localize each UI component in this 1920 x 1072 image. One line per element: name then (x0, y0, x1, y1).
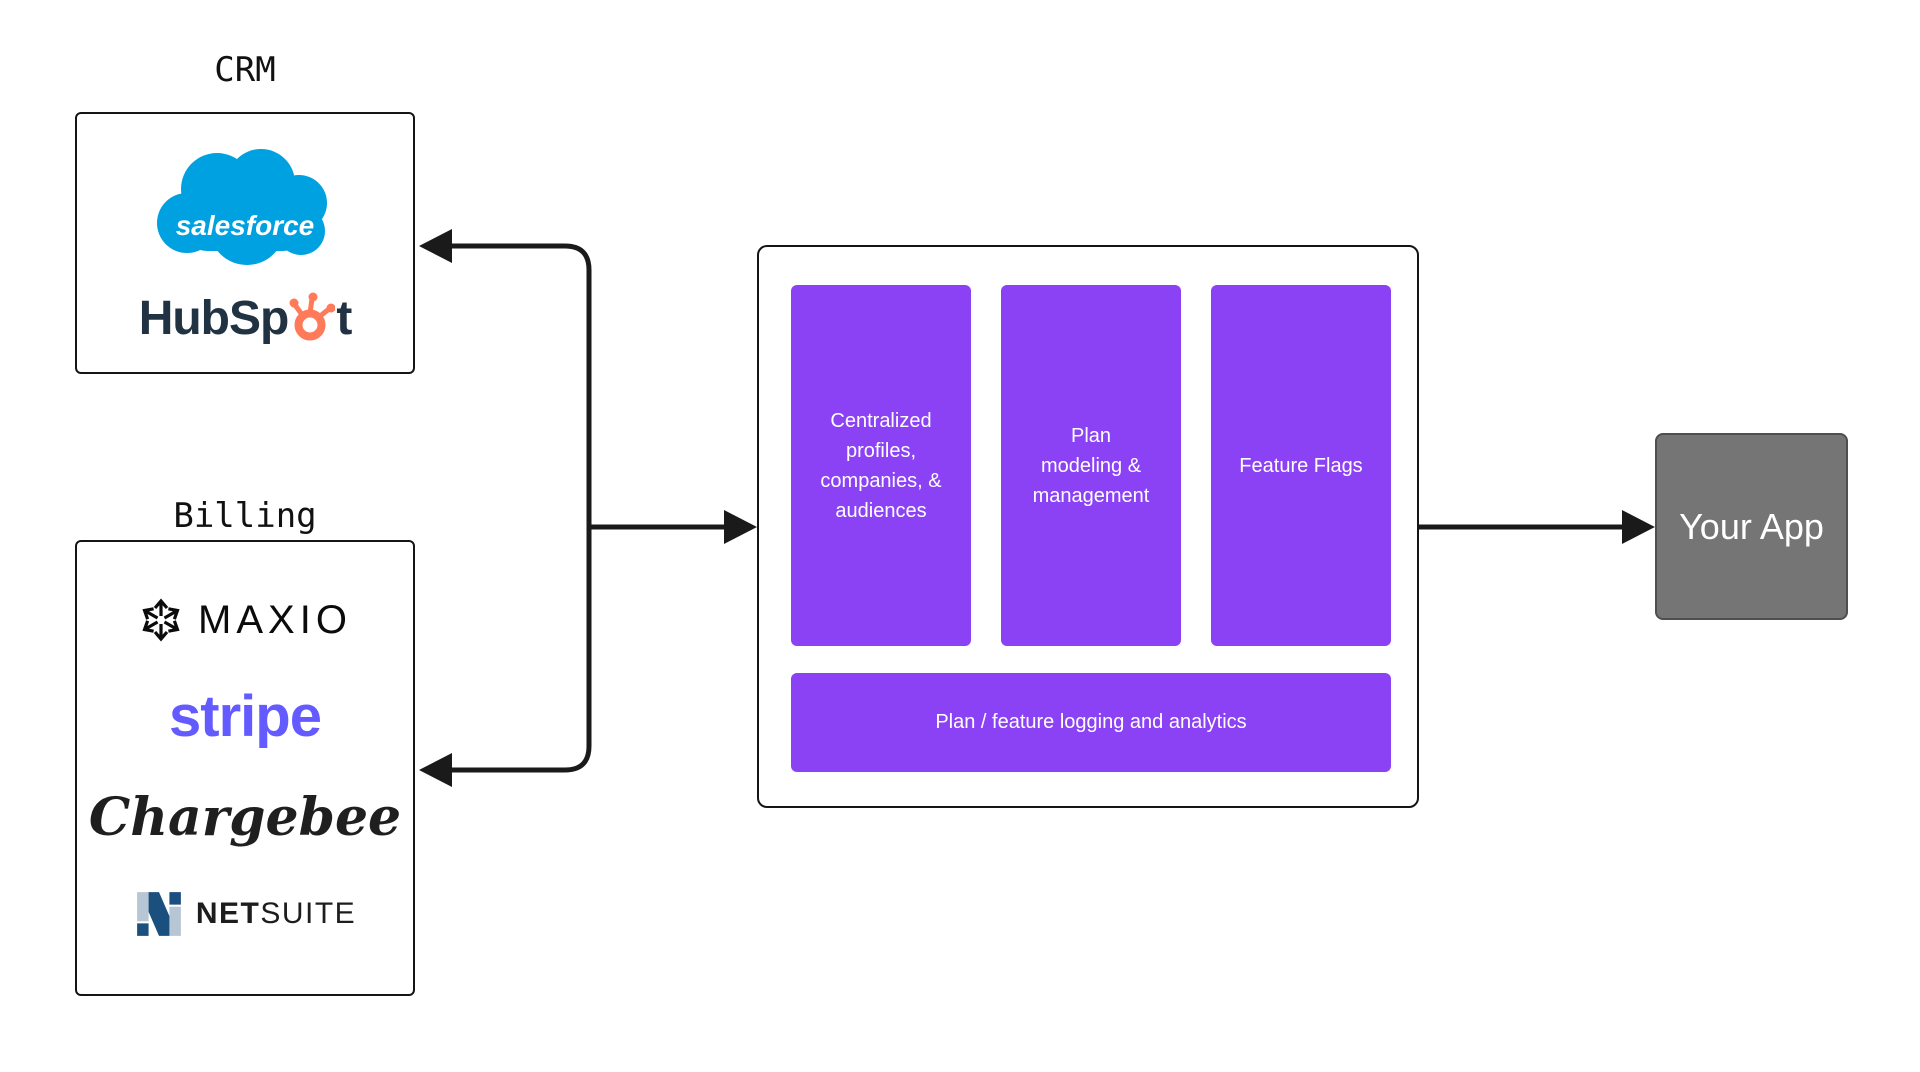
arrowhead-to-billing (419, 753, 452, 787)
billing-group-label: Billing (173, 496, 317, 536)
maxio-wordmark: MAXIO (198, 597, 352, 642)
platform-box: Centralized profiles, companies, & audie… (757, 245, 1419, 808)
salesforce-wordmark: salesforce (176, 210, 315, 241)
arrowhead-to-app (1622, 510, 1655, 544)
hubspot-wordmark-left: HubSp (138, 292, 290, 346)
card-feature-flags: Feature Flags (1211, 285, 1391, 646)
netsuite-wordmark-regular: SUITE (260, 896, 357, 930)
chargebee-logo: Chargebee (88, 786, 402, 848)
hubspot-sprocket-icon (289, 292, 336, 341)
crm-group-label: CRM (214, 50, 276, 90)
maxio-burst-icon (142, 598, 180, 642)
bracket-connector-line (450, 243, 592, 773)
billing-box: MAXIO stripe Chargebee NETSUITE (75, 540, 415, 996)
salesforce-cloud-icon (157, 148, 327, 265)
salesforce-logo: salesforce (157, 148, 327, 265)
arrowhead-to-platform (724, 510, 757, 544)
your-app-box: Your App (1655, 433, 1848, 620)
card-plan-modeling: Plan modeling & management (1001, 285, 1181, 646)
hubspot-wordmark-right: t (336, 292, 352, 346)
netsuite-mark-icon (136, 891, 181, 936)
analytics-bar: Plan / feature logging and analytics (791, 673, 1391, 772)
card-centralized-profiles: Centralized profiles, companies, & audie… (791, 285, 971, 646)
netsuite-logo: NETSUITE (134, 889, 356, 939)
arrowhead-to-crm (419, 229, 452, 263)
netsuite-wordmark: NETSUITE (196, 897, 356, 931)
netsuite-wordmark-bold: NET (195, 896, 261, 930)
stripe-logo: stripe (169, 684, 322, 750)
hubspot-logo: HubSp t (139, 291, 352, 343)
maxio-logo: MAXIO (138, 597, 352, 643)
crm-box: salesforce HubSp t (75, 112, 415, 374)
